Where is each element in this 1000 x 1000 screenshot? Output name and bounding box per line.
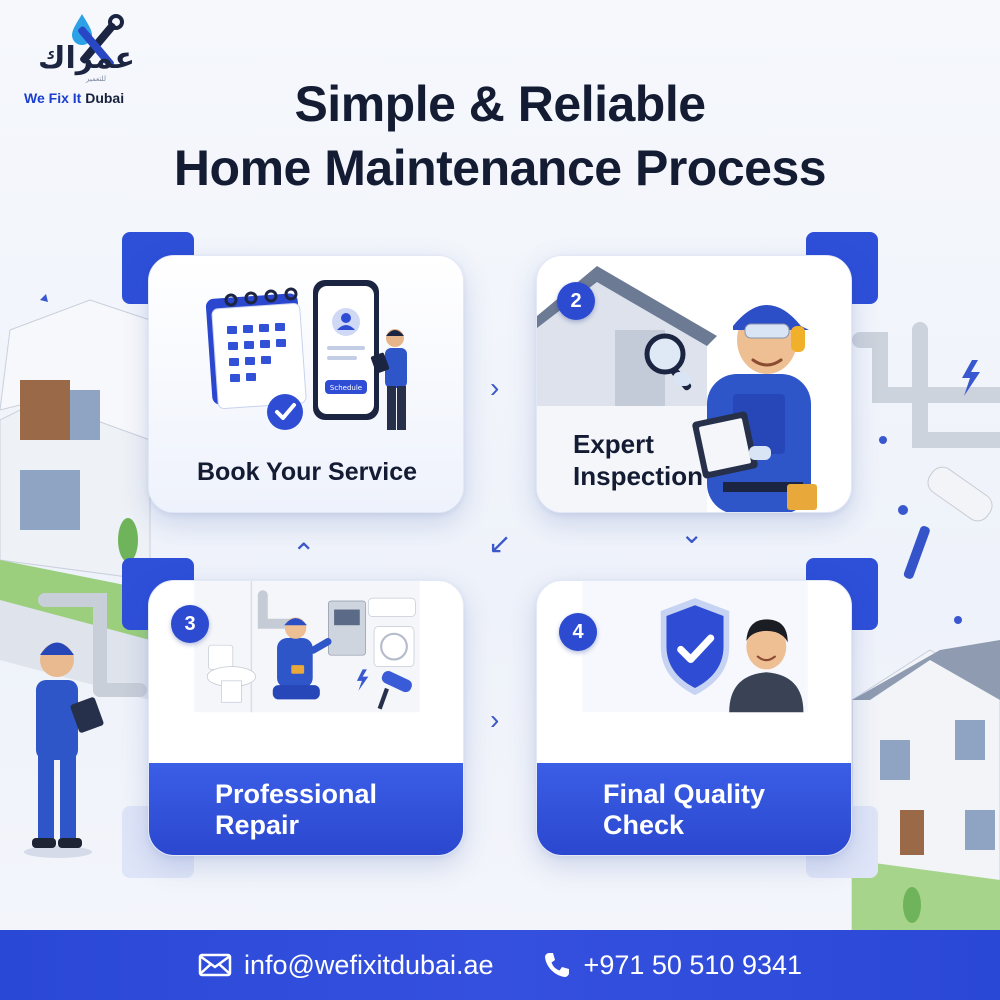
phone-number[interactable]: +971 50 510 9341 xyxy=(583,949,803,980)
logo-arabic-tagline: للتعمير xyxy=(86,76,106,83)
wrench-drop-logo-icon: عمراك xyxy=(38,14,135,76)
lightning-icon xyxy=(356,669,369,691)
logo-name-suffix: Dubai xyxy=(81,90,125,106)
arrow-down-step2-step4: ⌄ xyxy=(680,518,704,549)
customer-illustration xyxy=(729,619,804,713)
left-technician-illustration xyxy=(24,642,104,858)
step-2-number: 2 xyxy=(557,282,595,320)
logo-wordmark: We Fix It Dubai xyxy=(24,90,124,106)
step-4-title-band: Final Quality Check xyxy=(537,763,851,855)
booking-illustration: Schedule xyxy=(149,256,463,512)
brand-logo[interactable]: عمراك للتعمير We Fix It Dubai xyxy=(22,8,162,108)
check-badge-icon xyxy=(267,394,303,430)
lightning-icon-right xyxy=(962,360,980,396)
paint-roller-illustration xyxy=(903,466,993,579)
arrow-right-step1-step2: › xyxy=(490,372,500,403)
step-3-title: Professional Repair xyxy=(215,779,377,841)
right-pipes-illustration xyxy=(852,322,1000,448)
step-2-title-line-1: Expert xyxy=(573,429,654,459)
logo-arabic-name: عمراك xyxy=(38,41,135,76)
contact-footer: info@wefixitdubai.ae +971 50 510 9341 xyxy=(0,930,1000,1000)
phone-handset-icon xyxy=(544,953,569,977)
step-card-expert-inspection[interactable]: 2 Expert Inspection xyxy=(536,255,852,513)
quality-check-illustration xyxy=(582,581,808,713)
logo-name-highlight: We Fix It xyxy=(24,90,82,106)
step-4-title-line-1: Final Quality xyxy=(603,779,766,809)
step-2-title-line-2: Inspection xyxy=(573,461,704,491)
arrow-right-step3-step4: › xyxy=(490,704,500,735)
headline-line-2: Home Maintenance Process xyxy=(173,140,827,196)
paint-roller-icon xyxy=(377,670,412,710)
magnifier-icon xyxy=(644,333,692,391)
step-3-number: 3 xyxy=(171,605,209,643)
repair-illustration xyxy=(194,581,420,713)
step-4-number: 4 xyxy=(559,613,597,651)
shield-check-icon xyxy=(660,598,730,696)
step-card-book-service[interactable]: Schedule Book Your Service xyxy=(148,255,464,513)
inspector-illustration xyxy=(692,305,817,512)
step-3-title-line-1: Professional xyxy=(215,779,378,809)
step-4-title: Final Quality Check xyxy=(603,779,765,841)
arrow-up-step3-step1: ⌃ xyxy=(292,538,316,569)
step-3-title-line-2: Repair xyxy=(215,810,300,840)
page-headline: Simple & Reliable Home Maintenance Proce… xyxy=(0,72,1000,200)
person-with-tablet xyxy=(370,329,407,430)
electrical-panel-illustration xyxy=(328,597,416,667)
step-3-title-band: Professional Repair xyxy=(149,763,463,855)
step-card-final-quality-check[interactable]: 4 Final Quality Check xyxy=(536,580,852,856)
step-1-title: Book Your Service xyxy=(197,458,417,486)
arrow-down-left-step2-step3: ↙ xyxy=(488,528,512,559)
email-contact[interactable]: info@wefixitdubai.ae xyxy=(198,950,494,981)
left-house-illustration xyxy=(0,299,151,700)
calendar-icon xyxy=(205,287,307,410)
headline-line-1: Simple & Reliable xyxy=(294,76,706,132)
email-address[interactable]: info@wefixitdubai.ae xyxy=(243,949,494,980)
technician-kneeling xyxy=(272,617,332,700)
step-2-title: Expert Inspection xyxy=(573,428,703,492)
right-house-illustration xyxy=(851,640,1000,930)
phone-contact[interactable]: +971 50 510 9341 xyxy=(542,950,802,981)
step-4-title-line-2: Check xyxy=(603,810,685,840)
schedule-button-text: Schedule xyxy=(330,384,362,392)
envelope-icon xyxy=(198,953,232,977)
phone-icon: Schedule xyxy=(313,280,379,420)
step-card-professional-repair[interactable]: 3 Professional Repair xyxy=(148,580,464,856)
toilet-illustration xyxy=(206,644,257,703)
